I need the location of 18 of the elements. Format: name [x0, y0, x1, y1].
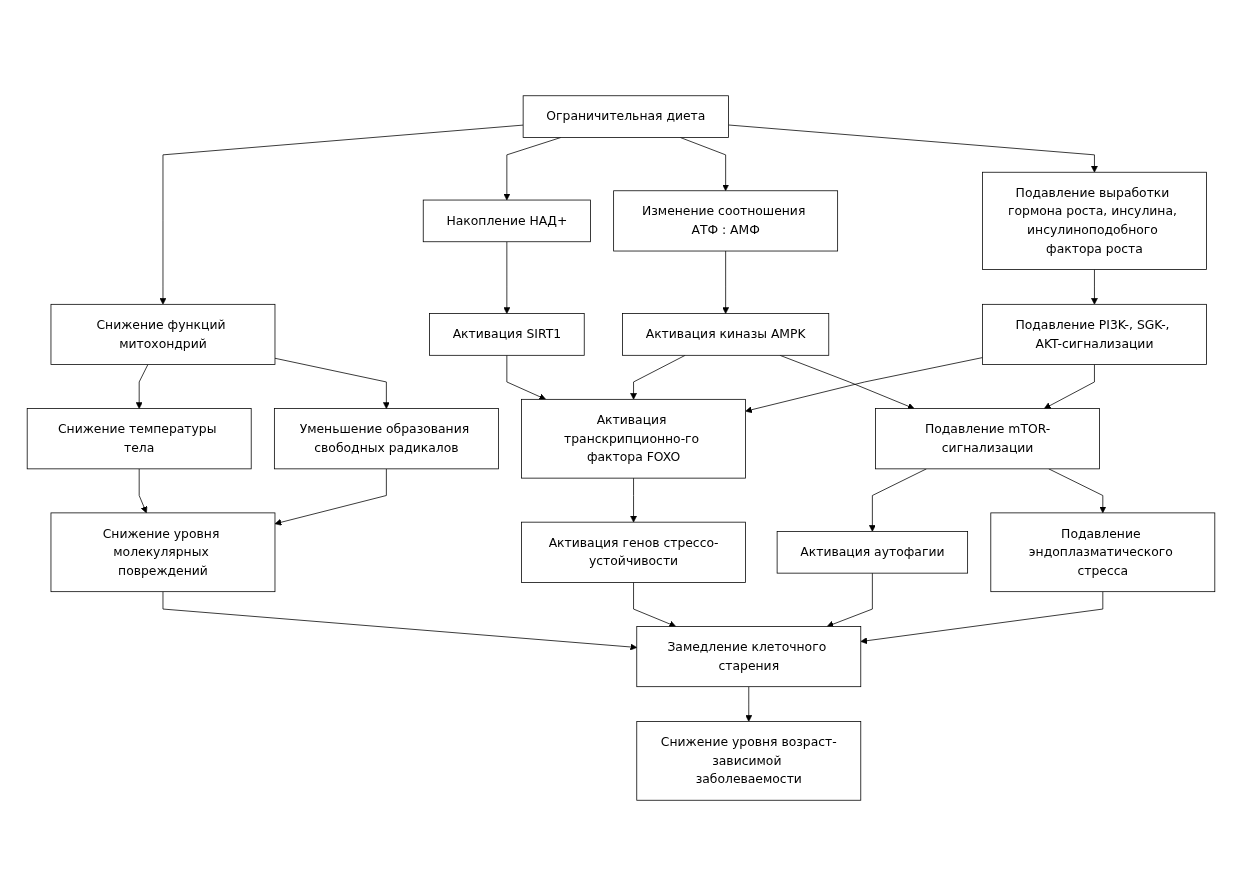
node-box: Активация киназы AMPK: [622, 312, 830, 356]
node-box: Ограничительная диета: [522, 94, 729, 138]
node-box: Активация SIRT1: [429, 312, 585, 356]
node-box: Накопление НАД+: [422, 199, 591, 242]
node-box: Активация генов стрессо-устойчивости: [521, 521, 746, 583]
node-box: Снижение уровня молекулярных повреждений: [50, 512, 276, 592]
node-box: Замедление клеточного старения: [636, 625, 862, 687]
node-box: Активация аутофагии: [776, 530, 968, 574]
node-box: Снижение уровня возраст-зависимой заболеваемости: [636, 720, 862, 801]
node-box: Подавление выработки гормона роста, инсулина, инсулиноподобного фактора роста: [982, 171, 1207, 270]
node-box: Изменение соотношения АТФ : АМФ: [613, 189, 839, 251]
node-box: Снижение температуры тела: [26, 407, 252, 469]
node-box: Подавление эндоплазматического стресса: [990, 512, 1216, 592]
node-box: Снижение функций митохондрий: [50, 303, 276, 365]
node-box: Уменьшение образования свободных радикалов: [274, 407, 499, 469]
node-box: Активация транскрипционно-го фактора FOXO: [521, 398, 746, 478]
node-box: Подавление PI3K-, SGK-, AKT-сигнализации: [982, 303, 1207, 365]
node-box: Подавление mTOR-сигнализации: [875, 407, 1100, 469]
